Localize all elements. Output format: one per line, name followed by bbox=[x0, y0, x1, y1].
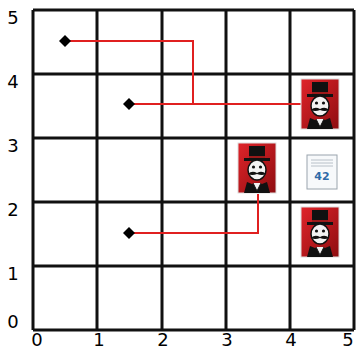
start-markers bbox=[59, 35, 135, 239]
axis-tick-label: 2 bbox=[7, 201, 18, 219]
axis-tick-label: 5 bbox=[342, 331, 353, 349]
axis-tick-label: 1 bbox=[7, 265, 18, 283]
item-number: 42 bbox=[314, 171, 329, 182]
axis-tick-label: 0 bbox=[7, 313, 18, 331]
axis-tick-label: 0 bbox=[31, 331, 42, 349]
axis-tick-label: 4 bbox=[285, 331, 296, 349]
axis-tick-label: 4 bbox=[7, 73, 18, 91]
axis-tick-label: 3 bbox=[7, 137, 18, 155]
villain-icon bbox=[301, 79, 339, 129]
axis-tick-label: 5 bbox=[7, 9, 18, 27]
path-lines bbox=[65, 41, 302, 233]
villain-icon bbox=[238, 143, 276, 193]
axis-tick-label: 1 bbox=[93, 331, 104, 349]
villain-icon bbox=[301, 207, 339, 257]
grid-lines bbox=[33, 10, 354, 330]
document-icon bbox=[307, 155, 337, 189]
axis-tick-label: 2 bbox=[157, 331, 168, 349]
axis-tick-label: 3 bbox=[221, 331, 232, 349]
